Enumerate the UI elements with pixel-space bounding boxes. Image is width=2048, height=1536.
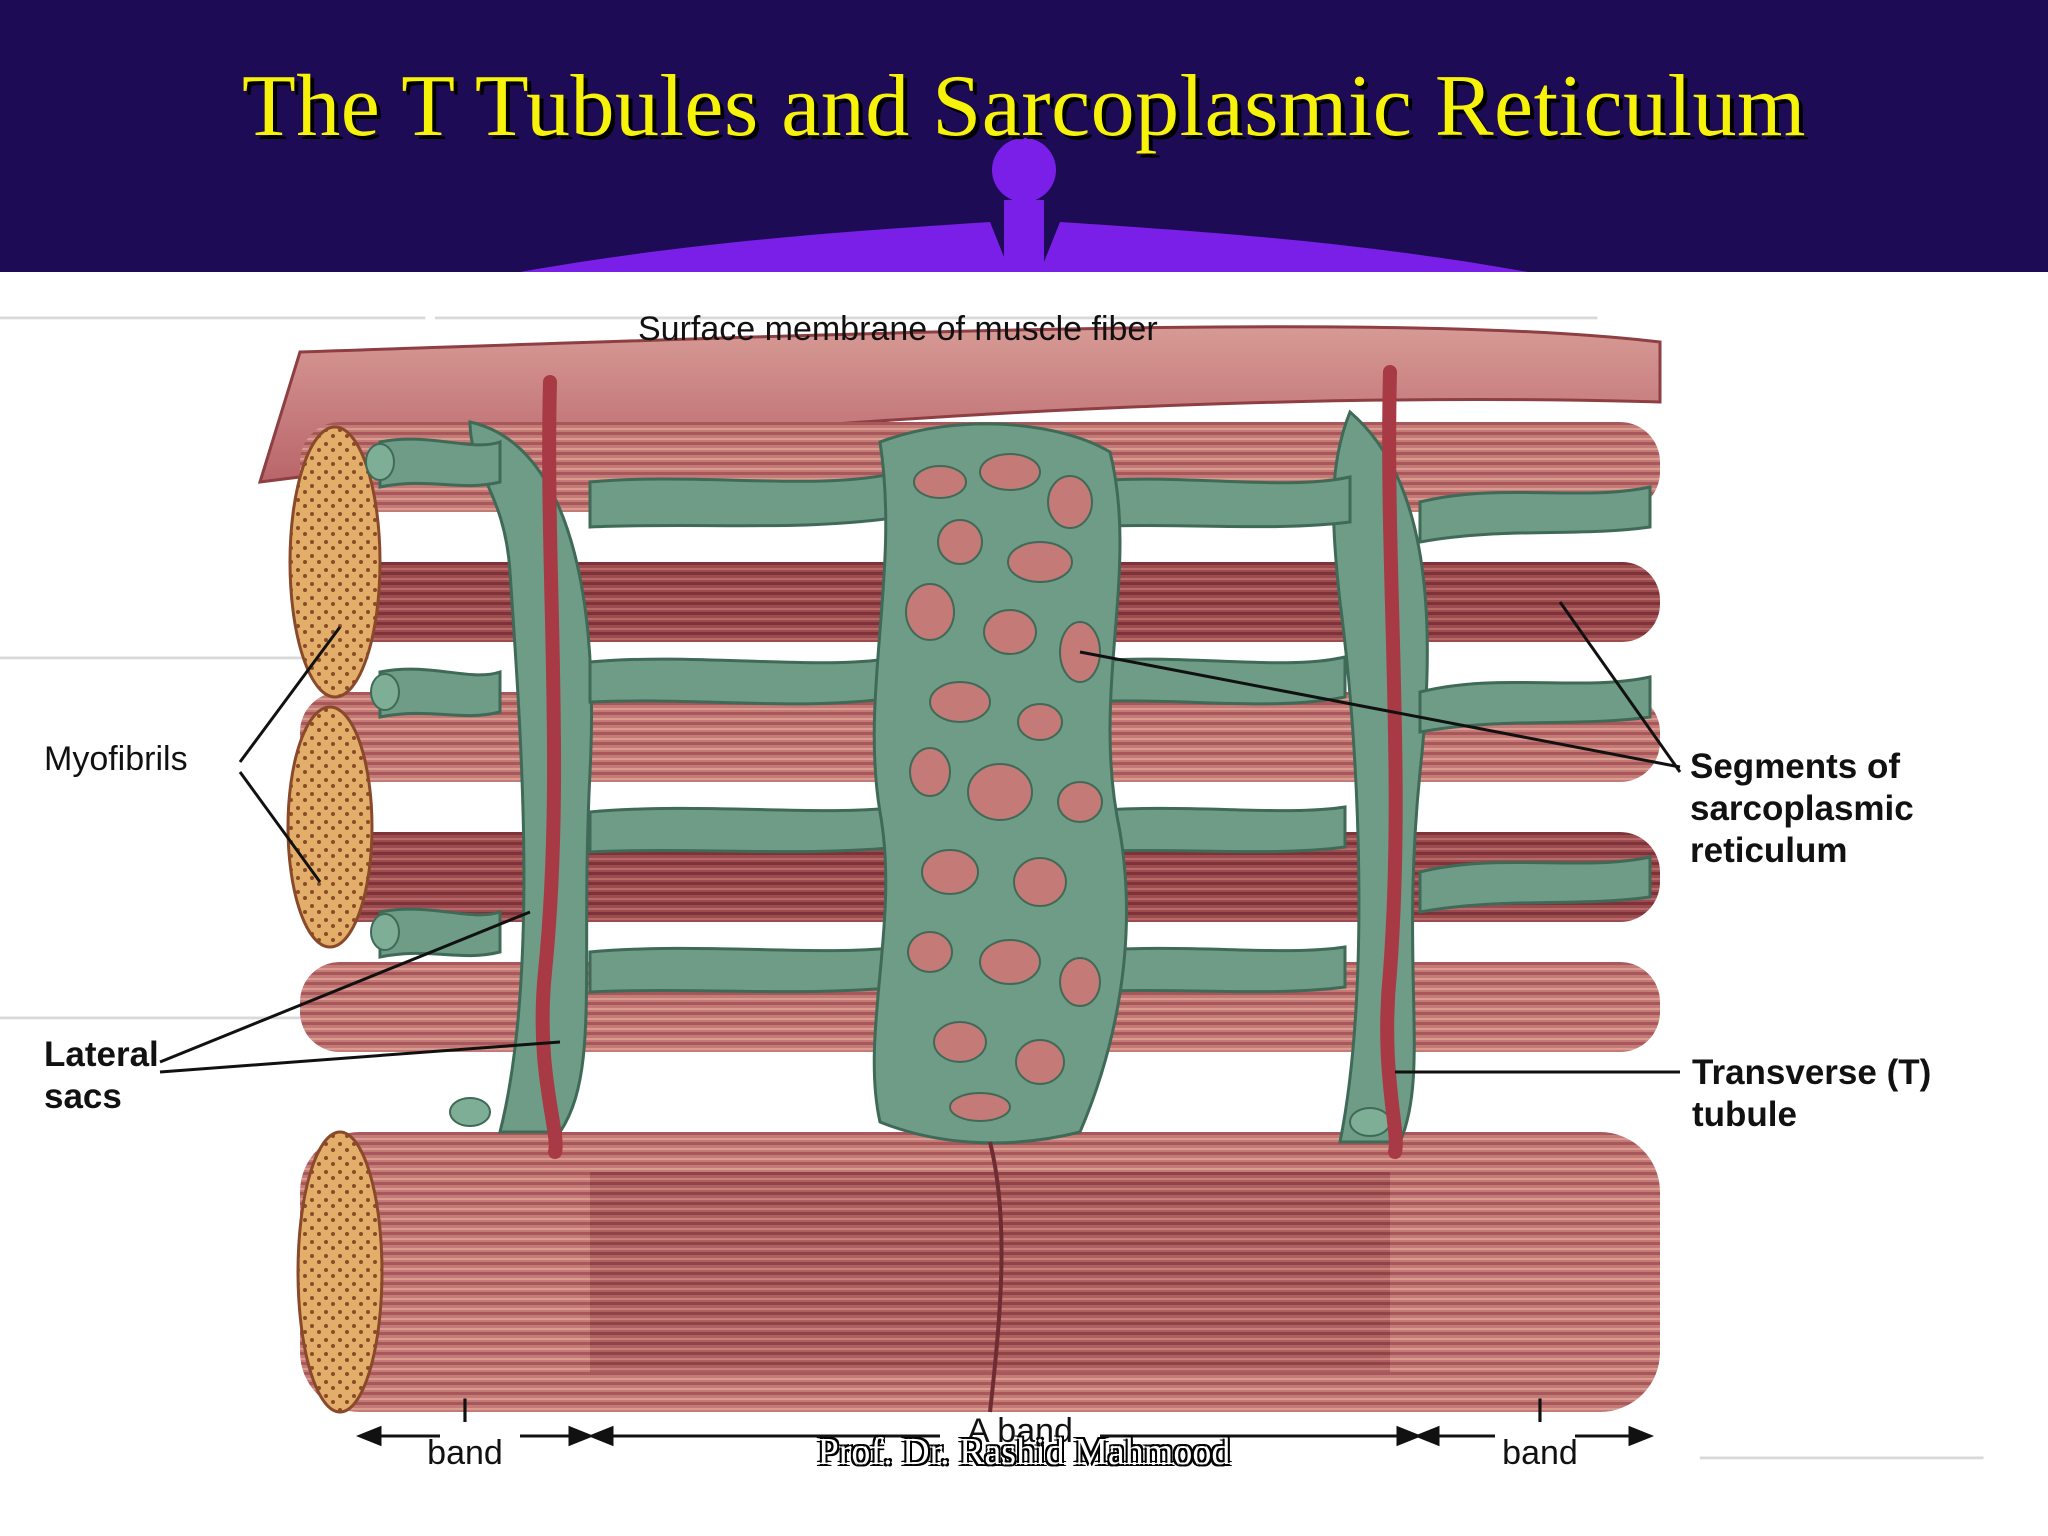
label-i-band-right: I band [1485,1390,1595,1474]
label-lateral-sacs-text: Lateral sacs [44,1035,159,1116]
label-segments-sr-text: Segments of sarcoplasmic reticulum [1690,747,1914,870]
label-surface-membrane: Surface membrane of muscle fiber [638,310,1158,348]
label-segments-sr: Segments of sarcoplasmic reticulum [1690,746,1990,872]
label-i-band-left-bottom: band [427,1434,503,1472]
slide-title: The T Tubules and Sarcoplasmic Reticulum [242,58,1806,155]
label-lateral-sacs: Lateral sacs [44,1034,224,1118]
t-tubule [535,375,563,1159]
label-i-band-right-top: I [1535,1392,1545,1430]
myofibril-cut-end [288,425,382,699]
myofibril-cut-end [296,1130,384,1414]
slide-header: The T Tubules and Sarcoplasmic Reticulum [0,0,2048,272]
label-i-band-right-bottom: band [1502,1434,1578,1472]
label-a-band: A band [967,1412,1073,1450]
label-myofibrils: Myofibrils [44,740,188,778]
author-credit: Prof. Dr. Rashid Mahmood [817,1431,1231,1473]
header-emblem-icon [520,138,1528,272]
label-i-band-left-top: I [460,1392,470,1430]
muscle-fiber-figure: ─────────────── ────────────────────────… [0,272,2048,1536]
t-tubule [1380,365,1403,1159]
myofibril-cut-end [286,705,374,949]
label-transverse-tubule: Transverse (T) tubule [1692,1052,2012,1136]
label-i-band-left: I band [410,1390,520,1474]
label-transverse-tubule-text: Transverse (T) tubule [1692,1053,1932,1134]
muscle-fiber-illustration [159,325,1682,1447]
